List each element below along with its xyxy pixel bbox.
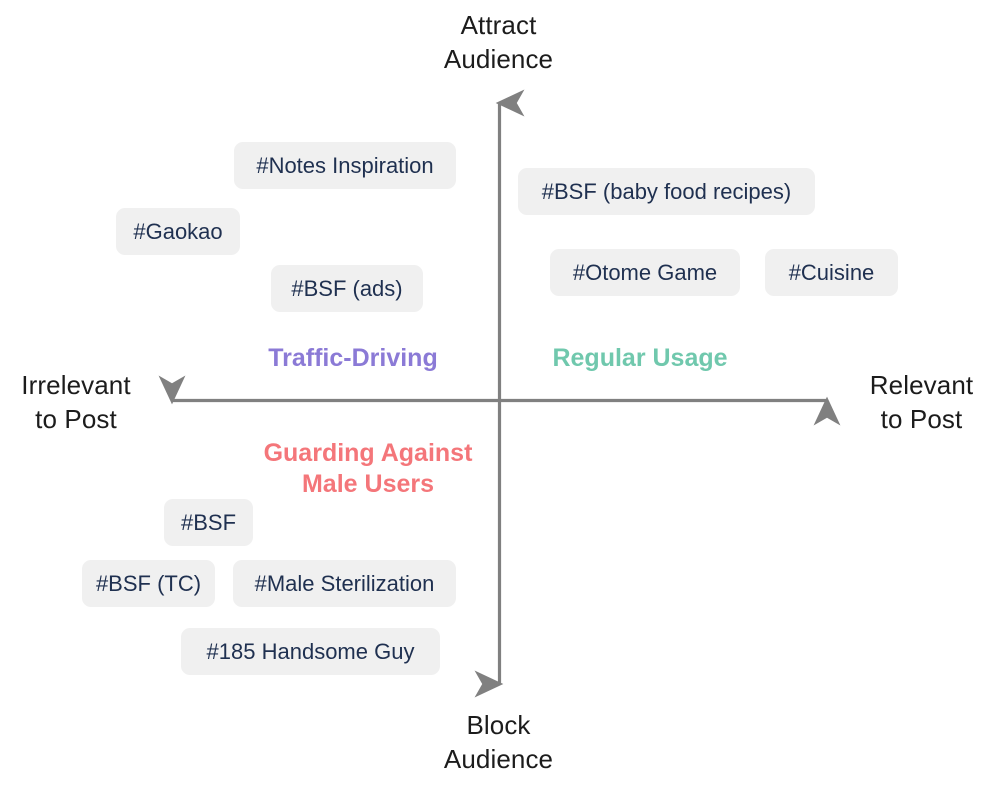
quadrant-label-regular-usage: Regular Usage	[552, 344, 728, 372]
axis-label-block-audience: Block Audience	[443, 710, 554, 774]
hashtag-chip-185-handsome-guy[interactable]: #185 Handsome Guy	[181, 628, 440, 675]
hashtag-chip-otome-game[interactable]: #Otome Game	[550, 249, 740, 296]
quadrant-label-traffic-driving: Traffic-Driving	[268, 344, 438, 372]
axis-label-relevant-to-post: Relevant to Post	[869, 370, 974, 434]
hashtag-chip-bsf-ads[interactable]: #BSF (ads)	[271, 265, 423, 312]
hashtag-chip-bsf-baby-food-recipes[interactable]: #BSF (baby food recipes)	[518, 168, 815, 215]
hashtag-chip-bsf-tc[interactable]: #BSF (TC)	[82, 560, 215, 607]
hashtag-chip-male-sterilization[interactable]: #Male Sterilization	[233, 560, 456, 607]
quadrant-label-guarding-against-male-users: Guarding Against Male Users	[263, 439, 473, 498]
hashtag-chip-cuisine[interactable]: #Cuisine	[765, 249, 898, 296]
hashtag-chip-gaokao[interactable]: #Gaokao	[116, 208, 240, 255]
axis-label-irrelevant-to-post: Irrelevant to Post	[21, 370, 131, 434]
hashtag-chip-bsf[interactable]: #BSF	[164, 499, 253, 546]
axis-label-attract-audience: Attract Audience	[443, 10, 554, 74]
hashtag-chip-notes-inspiration[interactable]: #Notes Inspiration	[234, 142, 456, 189]
